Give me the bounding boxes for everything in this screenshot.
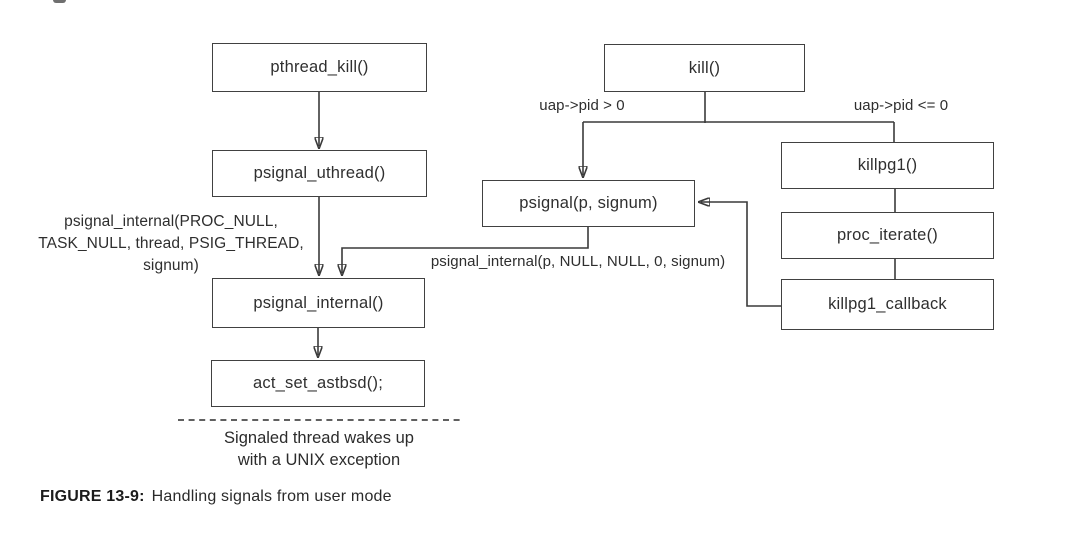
node-act-set-astbsd: act_set_astbsd(); [211, 360, 425, 407]
node-psignal-uthread: psignal_uthread() [212, 150, 427, 197]
node-killpg1-callback: killpg1_callback [781, 279, 994, 330]
annotation-line-1: Signaled thread wakes up [224, 429, 414, 447]
label-line-2: TASK_NULL, thread, PSIG_THREAD, [38, 235, 304, 252]
node-proc-iterate: proc_iterate() [781, 212, 994, 259]
label-uap-pid-gt-0: uap->pid > 0 [539, 97, 625, 114]
label-line-3: signum) [143, 257, 199, 274]
cropped-text-artifact [53, 0, 66, 3]
edge-psignal-to-psignal-internal [342, 227, 589, 273]
figure-caption-label: FIGURE 13-9: [40, 488, 145, 505]
node-killpg1: killpg1() [781, 142, 994, 189]
signaled-thread-annotation: Signaled thread wakes up with a UNIX exc… [204, 427, 434, 471]
node-kill: kill() [604, 44, 805, 92]
label-line-1: psignal_internal(PROC_NULL, [64, 213, 278, 230]
label-psignal-internal-proc-args: psignal_internal(p, NULL, NULL, 0, signu… [430, 253, 726, 270]
label-uap-pid-le-0: uap->pid <= 0 [853, 97, 949, 114]
figure-caption: FIGURE 13-9: Handling signals from user m… [40, 488, 392, 506]
figure-caption-text: Handling signals from user mode [151, 488, 392, 505]
node-psignal-internal: psignal_internal() [212, 278, 425, 328]
annotation-line-2: with a UNIX exception [237, 451, 401, 469]
node-psignal: psignal(p, signum) [482, 180, 695, 227]
label-psignal-internal-thread-args: psignal_internal(PROC_NULL, TASK_NULL, t… [32, 211, 310, 277]
edge-killpg1-callback-to-psignal [701, 202, 781, 307]
node-pthread-kill: pthread_kill() [212, 43, 427, 92]
